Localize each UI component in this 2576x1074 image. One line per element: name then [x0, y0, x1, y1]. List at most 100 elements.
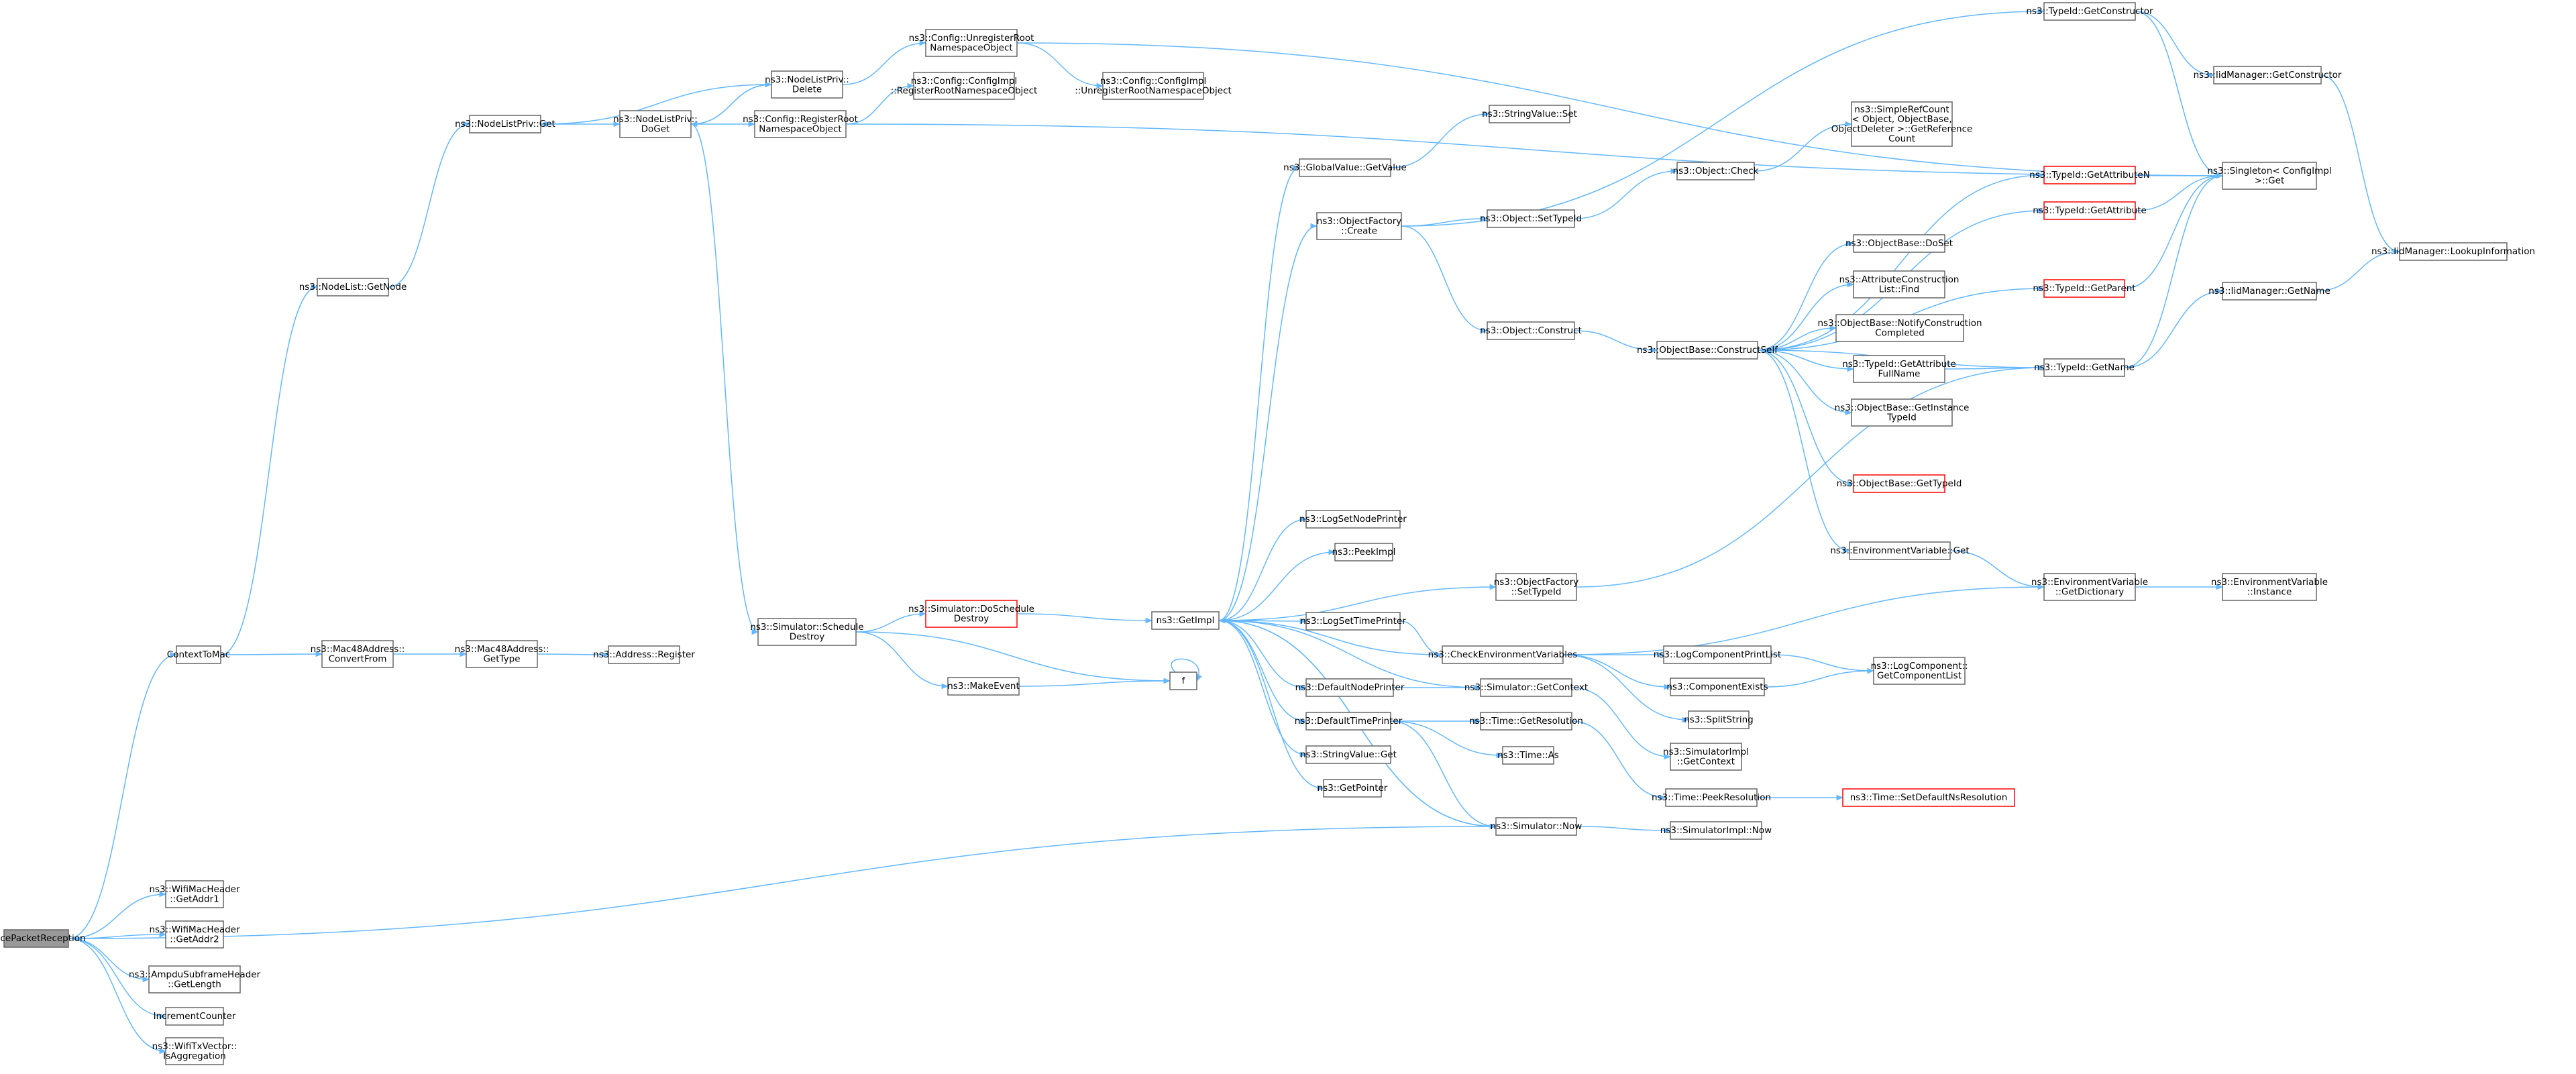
edge-obconstself-to-obnotify: [1757, 325, 1837, 351]
node-timegetres[interactable]: ns3::Time::GetResolution: [1469, 712, 1583, 731]
node-iidgetctor[interactable]: ns3::IidManager::GetConstructor: [2194, 66, 2342, 85]
node-ofcreate[interactable]: ns3::ObjectFactory::Create: [1316, 212, 1402, 240]
node-label: ns3::TypeId::GetAttribute: [2033, 205, 2147, 216]
node-logcompget[interactable]: ns3::LogComponent::GetComponentList: [1871, 657, 1968, 685]
node-box: [3, 929, 69, 948]
node-box: [1676, 162, 1755, 180]
node-envdict[interactable]: ns3::EnvironmentVariable::GetDictionary: [2031, 573, 2148, 601]
node-box: [165, 1037, 224, 1065]
node-label: ns3::Time::As: [1497, 750, 1559, 761]
node-singleton[interactable]: ns3::Singleton< ConfigImpl >::Get: [2207, 162, 2332, 190]
node-mac48cf[interactable]: ns3::Mac48Address::ConvertFrom: [311, 640, 405, 668]
node-gvget[interactable]: ns3::GlobalValue::GetValue: [1283, 158, 1407, 177]
node-getimpl[interactable]: ns3::GetImpl: [1151, 611, 1220, 630]
node-addr2[interactable]: ns3::WifiMacHeader::GetAddr2: [149, 920, 240, 949]
node-splitstr[interactable]: ns3::SplitString: [1684, 710, 1754, 729]
node-ofsettid[interactable]: ns3::ObjectFactory::SetTypeId: [1494, 573, 1579, 601]
node-objconstruct[interactable]: ns3::Object::Construct: [1480, 321, 1582, 340]
edge-gvget-to-strset: [1390, 111, 1491, 168]
node-tidparent[interactable]: ns3::TypeId::GetParent: [2033, 279, 2136, 298]
node-obdoset[interactable]: ns3::ObjectBase::DoSet: [1845, 234, 1953, 253]
node-label: ns3::TypeId::GetName: [2034, 362, 2135, 373]
node-nlpdoget[interactable]: ns3::NodeListPriv::DoGet: [613, 110, 698, 138]
node-objcheck[interactable]: ns3::Object::Check: [1673, 162, 1759, 180]
edge-cfgreg-to-singleton: [845, 123, 2224, 179]
node-tidgetctor[interactable]: ns3::TypeId::GetConstructor: [2026, 2, 2153, 21]
node-timepeek[interactable]: ns3::Time::PeekResolution: [1652, 788, 1771, 807]
node-ampdu[interactable]: ns3::AmpduSubframeHeader::GetLength: [129, 965, 261, 994]
node-box: [1305, 745, 1391, 764]
node-f[interactable]: f: [1169, 672, 1197, 690]
node-simimplctx[interactable]: ns3::SimulatorImpl::GetContext: [1663, 743, 1749, 771]
node-cfgreg[interactable]: ns3::Config::RegisterRootNamespaceObject: [743, 110, 858, 138]
node-root[interactable]: TracePacketReception: [0, 929, 86, 948]
node-makeevent[interactable]: ns3::MakeEvent: [947, 677, 1020, 696]
node-label: ns3::TypeId::GetAttribute: [1842, 359, 1956, 370]
node-label: ns3::ObjectFactory: [1494, 577, 1579, 588]
node-addr1[interactable]: ns3::WifiMacHeader::GetAddr1: [149, 880, 240, 908]
edge-objcheck-to-simpleref: [1754, 121, 1853, 172]
node-box: [1853, 270, 1945, 299]
node-obnotify[interactable]: ns3::ObjectBase::NotifyConstructionCompl…: [1817, 314, 1982, 342]
node-objsettid[interactable]: ns3::Object::SetTypeId: [1480, 209, 1582, 228]
node-simimplnow[interactable]: ns3::SimulatorImpl::Now: [1660, 821, 1772, 840]
node-envget[interactable]: ns3::EnvironmentVariable::Get: [1830, 541, 1970, 560]
node-cfgunreg[interactable]: ns3::Config::UnregisterRootNamespaceObje…: [909, 29, 1034, 57]
node-simgetctx[interactable]: ns3::Simulator::GetContext: [1464, 678, 1588, 697]
node-box: [1480, 678, 1572, 697]
node-tidattr[interactable]: ns3::TypeId::GetAttribute: [2033, 201, 2147, 220]
node-cfgimplunreg[interactable]: ns3::Config::ConfigImpl::UnregisterRootN…: [1075, 72, 1232, 100]
node-getnode[interactable]: ns3::NodeList::GetNode: [299, 278, 407, 297]
node-label: ns3::Simulator::DoSchedule: [908, 604, 1034, 614]
node-label: ns3::ObjectFactory: [1317, 216, 1402, 227]
node-simpleref[interactable]: ns3::SimpleRefCount< Object, ObjectBase,…: [1831, 101, 1973, 147]
node-ctxmac[interactable]: ContextToMac: [167, 645, 230, 664]
node-strset[interactable]: ns3::StringValue::Set: [1482, 105, 1577, 123]
node-timeas[interactable]: ns3::Time::As: [1497, 746, 1559, 765]
node-deftimeprint[interactable]: ns3::DefaultTimePrinter: [1295, 712, 1403, 731]
edges-layer: [68, 8, 2401, 1055]
node-label: ns3::StringValue::Get: [1300, 749, 1397, 760]
edge-tidgetname-to-iidgetname: [2124, 288, 2224, 368]
node-timesetdef[interactable]: ns3::Time::SetDefaultNsResolution: [1842, 788, 2015, 807]
node-label: ns3::LogComponentPrintList: [1654, 649, 1781, 660]
node-label: NamespaceObject: [930, 42, 1012, 53]
node-envinst[interactable]: ns3::EnvironmentVariable::Instance: [2211, 573, 2328, 601]
node-tidgetname[interactable]: ns3::TypeId::GetName: [2034, 358, 2135, 377]
node-defnodeprint[interactable]: ns3::DefaultNodePrinter: [1295, 678, 1405, 697]
node-label: ns3::IidManager::GetName: [2208, 286, 2330, 297]
edge-nlpdel-to-cfgunreg: [842, 40, 927, 85]
node-iidgetname[interactable]: ns3::IidManager::GetName: [2208, 282, 2330, 301]
node-logsetnode[interactable]: ns3::LogSetNodePrinter: [1299, 510, 1407, 529]
edge-logsettime-to-checkenv: [1399, 621, 1444, 658]
node-logsettime[interactable]: ns3::LogSetTimePrinter: [1300, 612, 1406, 631]
node-nlpget[interactable]: ns3::NodeListPriv::Get: [455, 115, 555, 133]
node-getptr[interactable]: ns3::GetPointer: [1318, 779, 1388, 798]
node-compexists[interactable]: ns3::ComponentExists: [1666, 678, 1768, 696]
node-obconstself[interactable]: ns3::ObjectBase::ConstructSelf: [1637, 341, 1778, 360]
node-label: ::GetLength: [168, 979, 221, 989]
node-strget[interactable]: ns3::StringValue::Get: [1300, 745, 1397, 764]
node-cfgimplreg[interactable]: ns3::Config::ConfigImpl::RegisterRootNam…: [891, 72, 1038, 100]
node-tidattrn[interactable]: ns3::TypeId::GetAttributeN: [2029, 166, 2150, 184]
node-box: [2043, 573, 2136, 601]
node-logcompprint[interactable]: ns3::LogComponentPrintList: [1654, 645, 1781, 664]
node-mac48gt[interactable]: ns3::Mac48Address::GetType: [455, 640, 549, 668]
node-box: [1305, 510, 1401, 529]
node-obgettid[interactable]: ns3::ObjectBase::GetTypeId: [1837, 474, 1962, 493]
node-checkenv[interactable]: ns3::CheckEnvironmentVariables: [1428, 645, 1578, 664]
node-incctr[interactable]: IncrementCounter: [154, 1007, 236, 1026]
node-simnow[interactable]: ns3::Simulator::Now: [1491, 817, 1582, 836]
node-peekimpl[interactable]: ns3::PeekImpl: [1332, 543, 1396, 561]
node-label: ns3::DefaultNodePrinter: [1295, 682, 1405, 693]
node-iidlookup[interactable]: ns3::IidManager::LookupInformation: [2371, 242, 2535, 261]
node-nlpdel[interactable]: ns3::NodeListPriv::Delete: [765, 70, 849, 99]
node-txvec[interactable]: ns3::WifiTxVector::IsAggregation: [152, 1037, 237, 1065]
node-box: [1487, 209, 1575, 228]
node-addrreg[interactable]: ns3::Address::Register: [593, 645, 695, 664]
